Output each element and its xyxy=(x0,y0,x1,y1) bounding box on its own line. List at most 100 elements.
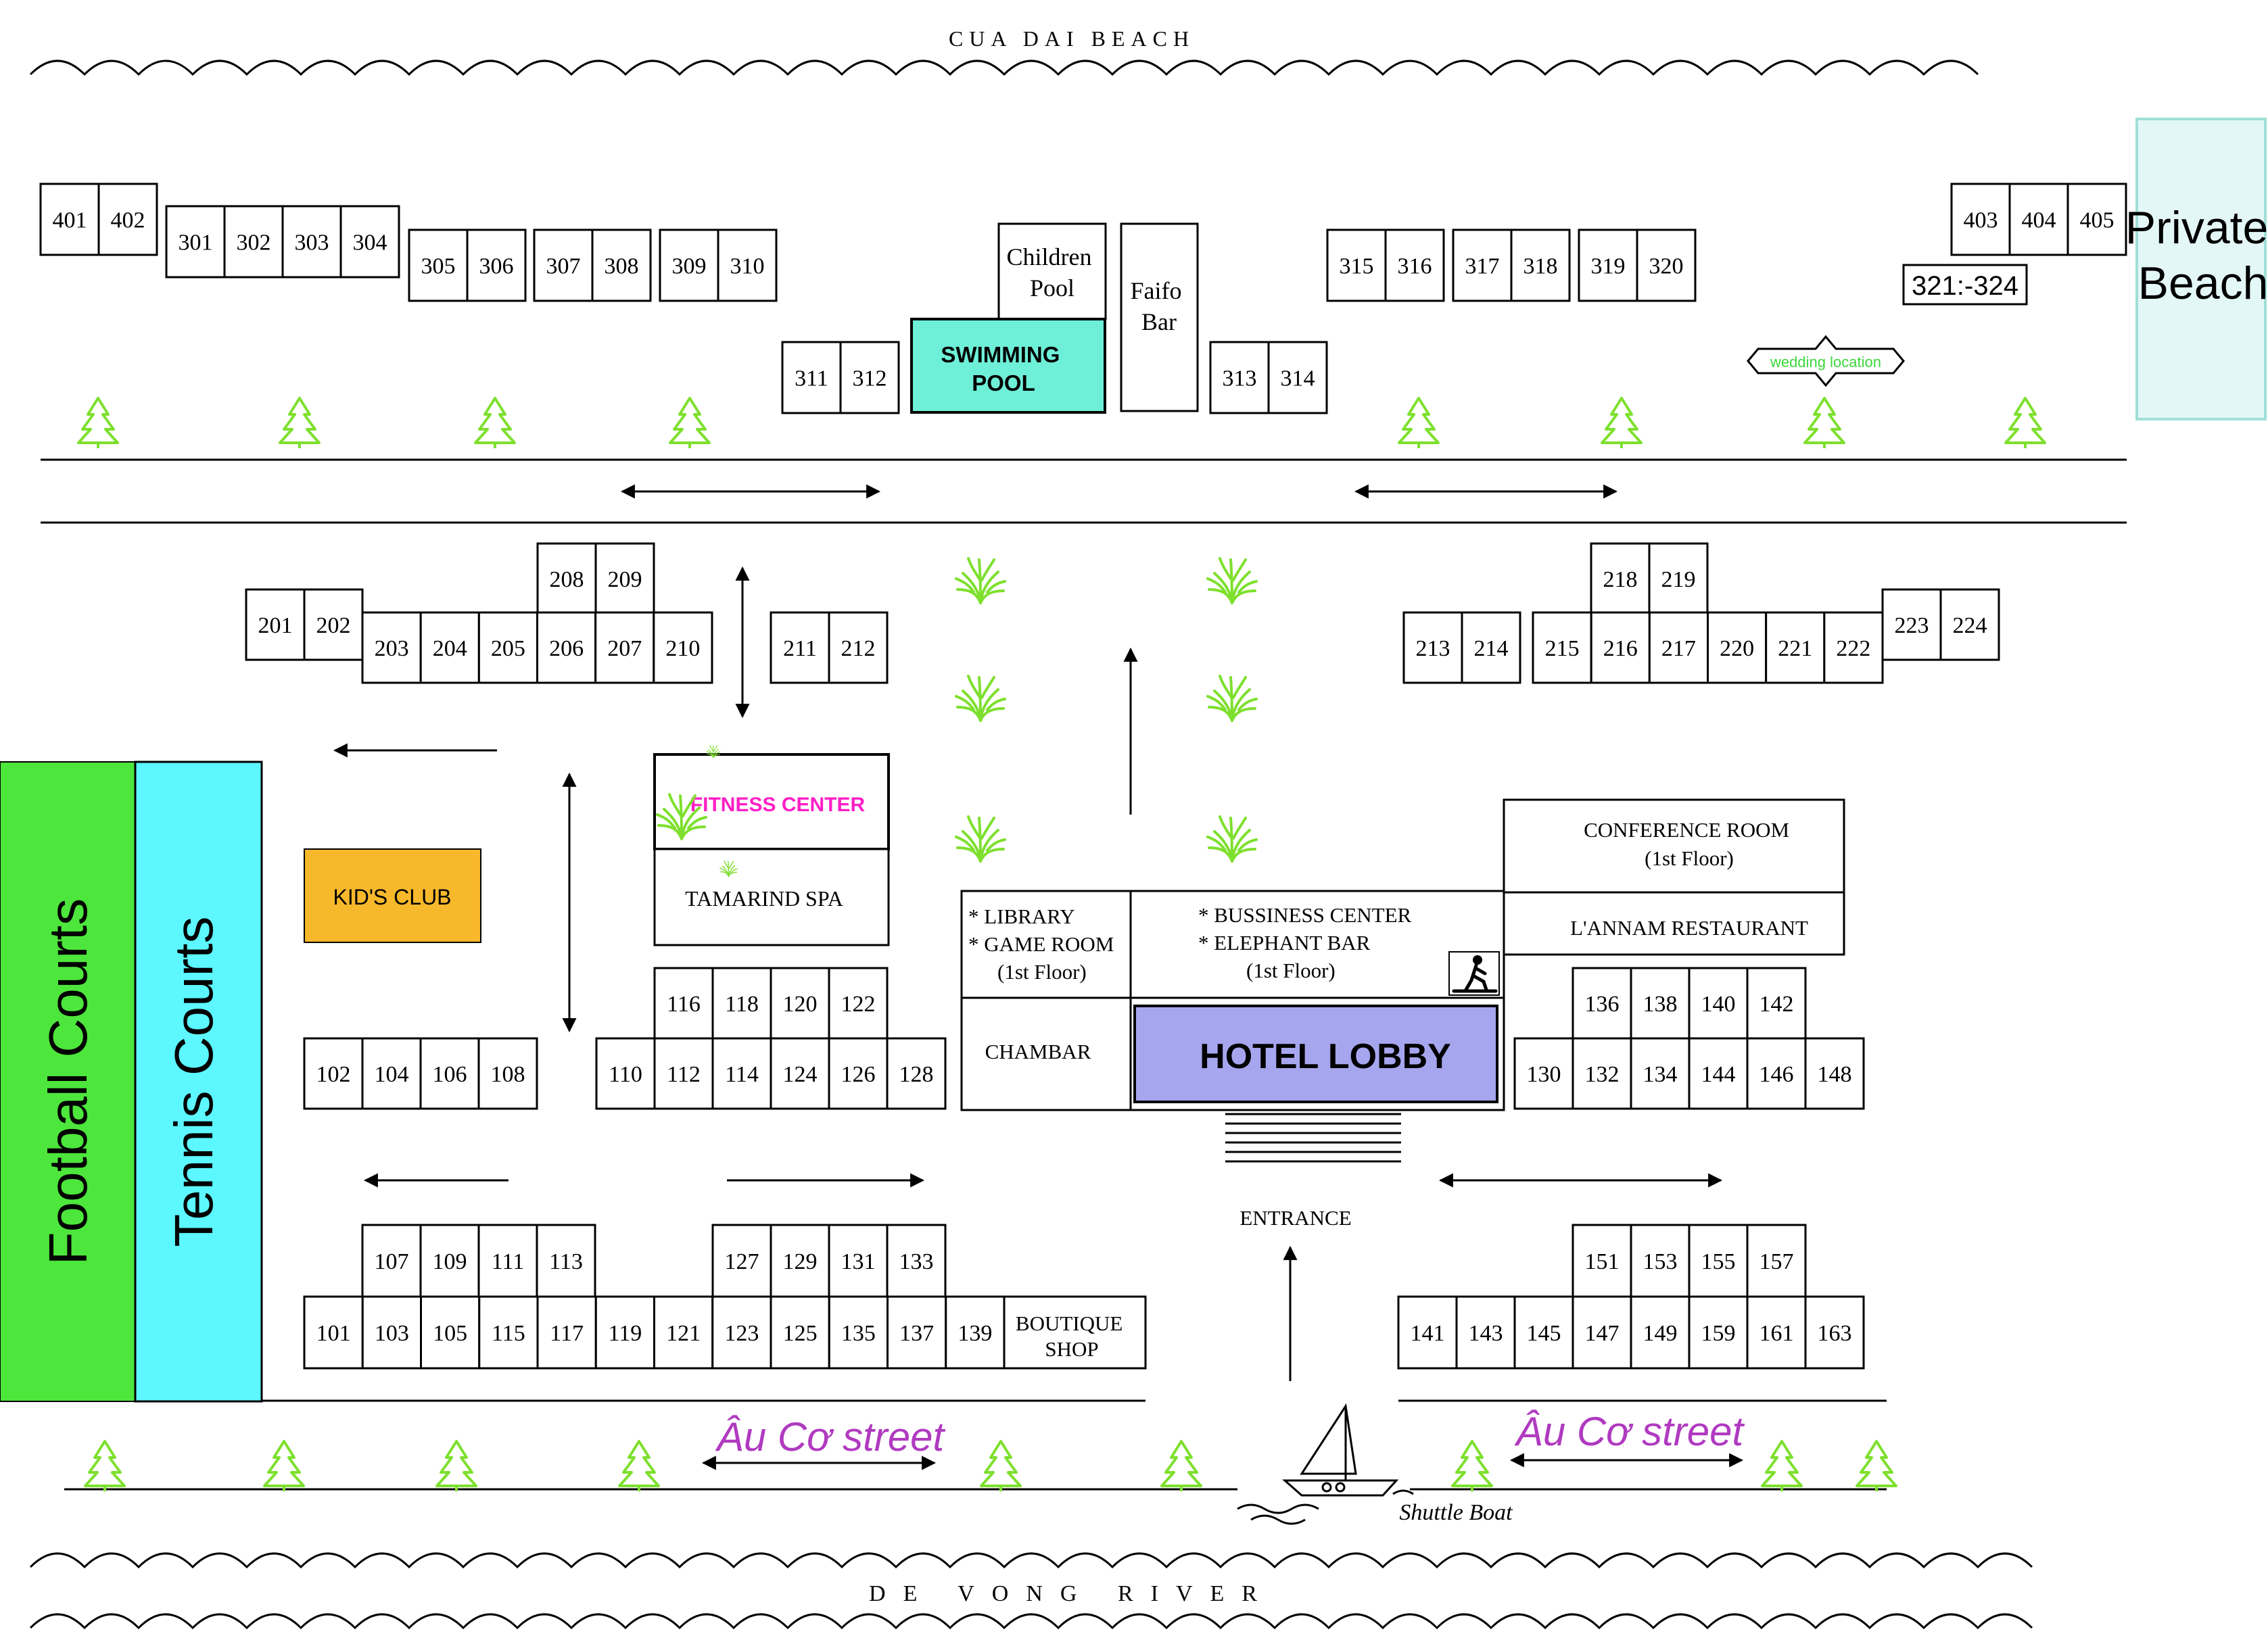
room-cell xyxy=(419,611,480,684)
room-number: 317 xyxy=(1465,254,1500,279)
room-cell xyxy=(1397,1295,1458,1370)
room-number: 133 xyxy=(899,1249,934,1274)
room-number: 208 xyxy=(550,567,584,592)
kids-club-label: KID'S CLUB xyxy=(333,885,451,909)
room-number: 318 xyxy=(1523,254,1558,279)
entrance-label: ENTRANCE xyxy=(1239,1206,1351,1230)
room-cell xyxy=(886,1037,947,1110)
room-cell xyxy=(97,183,158,256)
room-number: 130 xyxy=(1527,1062,1561,1087)
room-number: 138 xyxy=(1643,992,1678,1017)
room-number: 141 xyxy=(1411,1321,1445,1346)
room-number: 109 xyxy=(433,1249,467,1274)
room-cell xyxy=(1804,1037,1865,1110)
room-cell xyxy=(770,1037,830,1110)
room-number: 223 xyxy=(1895,613,1929,638)
room-cell xyxy=(1402,611,1463,684)
room-cell xyxy=(1648,542,1709,615)
room-cell xyxy=(1688,1037,1749,1110)
room-number: 128 xyxy=(899,1062,934,1087)
room-number: 316 xyxy=(1398,254,1432,279)
room-cell xyxy=(1630,1295,1691,1370)
room-number: 119 xyxy=(609,1321,642,1346)
faifo-bar xyxy=(1120,222,1199,412)
room-cell xyxy=(1746,1037,1807,1110)
room-number: 201 xyxy=(258,613,293,638)
room-number: 217 xyxy=(1661,636,1696,661)
room-number: 308 xyxy=(605,254,639,279)
room-cell xyxy=(1572,967,1632,1040)
room-number: 126 xyxy=(841,1062,876,1087)
room-cell xyxy=(781,341,842,414)
room-cell xyxy=(1746,967,1807,1040)
room-number: 117 xyxy=(550,1321,584,1346)
room-number: 405 xyxy=(2080,208,2115,233)
room-cell xyxy=(408,228,469,302)
room-number: 110 xyxy=(609,1062,642,1087)
room-number: 202 xyxy=(316,613,351,638)
business-center-label: * BUSSINESS CENTER * ELEPHANT BAR (1st F… xyxy=(1198,903,1417,982)
room-number: 142 xyxy=(1759,992,1794,1017)
room-cell xyxy=(591,228,652,302)
room-number: 203 xyxy=(375,636,409,661)
room-cell xyxy=(1630,967,1691,1040)
room-cell xyxy=(1532,611,1592,684)
room-cell xyxy=(1513,1295,1574,1370)
room-cell xyxy=(361,1037,422,1110)
room-number: 137 xyxy=(899,1321,934,1346)
room-number: 103 xyxy=(375,1321,409,1346)
room-number: 125 xyxy=(783,1321,818,1346)
room-number: 123 xyxy=(724,1321,759,1346)
room-cell xyxy=(828,1037,889,1110)
room-cell xyxy=(1461,611,1521,684)
room-cell xyxy=(594,611,655,684)
river-bank-bottom xyxy=(29,1613,2033,1630)
room-number: 302 xyxy=(237,231,271,256)
tamarind-spa-label: TAMARIND SPA xyxy=(685,886,843,911)
room-cell xyxy=(711,1295,772,1370)
beach-shoreline xyxy=(29,59,1979,76)
room-cell xyxy=(245,588,306,661)
tamarind-spa xyxy=(653,848,890,946)
room-number: 120 xyxy=(783,992,818,1017)
room-number: 145 xyxy=(1527,1321,1561,1346)
room-number: 140 xyxy=(1701,992,1736,1017)
room-cell xyxy=(1630,1037,1691,1110)
room-number: 157 xyxy=(1759,1249,1794,1274)
room-cell xyxy=(1688,1224,1749,1298)
room-number: 221 xyxy=(1778,636,1812,661)
lannam-restaurant xyxy=(1503,891,1845,956)
hotel-lobby-label: HOTEL LOBBY xyxy=(1200,1037,1451,1076)
room-number: 224 xyxy=(1953,613,1987,638)
fitness-center-label: FITNESS CENTER xyxy=(690,794,866,816)
room-number: 149 xyxy=(1643,1321,1678,1346)
room-number: 209 xyxy=(608,567,642,592)
swimming-pool-label: SWIMMING POOL xyxy=(941,342,1066,395)
children-pool-label: Children Pool xyxy=(1007,243,1098,302)
room-number: 151 xyxy=(1585,1249,1620,1274)
room-number: 216 xyxy=(1603,636,1638,661)
room-number: 159 xyxy=(1701,1321,1736,1346)
room-number: 134 xyxy=(1643,1062,1678,1087)
entrance-steps xyxy=(1225,1113,1401,1163)
conference-room xyxy=(1503,798,1845,894)
room-number: 314 xyxy=(1281,366,1315,391)
room-number: 116 xyxy=(667,992,701,1017)
room-cell xyxy=(466,228,527,302)
room-number: 147 xyxy=(1585,1321,1620,1346)
private-beach-area xyxy=(2135,118,2267,420)
room-number: 144 xyxy=(1701,1062,1736,1087)
room-number: 121 xyxy=(666,1321,701,1346)
faifo-bar-label: Faifo Bar xyxy=(1131,277,1188,335)
